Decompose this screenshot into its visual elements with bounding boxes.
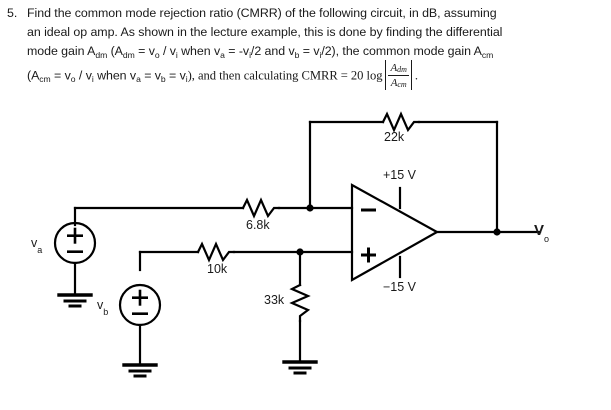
line3-sub-b: b [294, 49, 300, 60]
line3-part-g: /2 and v [250, 44, 295, 58]
circuit-svg [53, 111, 542, 378]
line4-part-c: / v [75, 68, 92, 83]
line4-sub-b: b [160, 73, 166, 84]
line3-part-a: mode gain A [27, 44, 96, 58]
fraction-denominator: Acm [389, 77, 409, 89]
line3-sub-o: o [154, 49, 160, 60]
line3-part-b: (A [107, 44, 123, 58]
label-va-symbol: v [31, 236, 38, 250]
junction-output-node [493, 228, 501, 236]
line3-part-d: / v [159, 44, 176, 58]
line4-sub-o: o [70, 73, 76, 84]
line4-part-e: = v [140, 68, 161, 83]
abs-bar-right [410, 60, 412, 90]
line4-part-f: = v [165, 68, 186, 83]
junction-dots [296, 204, 501, 256]
fraction-bar [388, 74, 409, 76]
label-10k: 10k [207, 262, 228, 276]
line4-part-d: when v [93, 68, 137, 83]
fraction-denominator-sub: cm [397, 80, 407, 89]
line3-part-f: = -v [224, 44, 250, 58]
vb-plus-vertical [138, 289, 142, 306]
line4-part-g: ), and then calculating CMRR = 20 log [187, 68, 383, 83]
source-polarity-marks [67, 208, 376, 315]
va-plus-vertical [73, 227, 77, 244]
line3-sub-i-2: i [249, 49, 251, 60]
question-number: 5. [7, 6, 18, 20]
label-vo-subscript: o [544, 233, 550, 244]
label-vb-subscript: b [103, 307, 109, 317]
line3-sub-a: a [220, 49, 225, 60]
line3-part-e: when v [177, 44, 221, 58]
line4-part-a: (A [27, 68, 40, 83]
line3-sub-dm-2: dm [122, 49, 135, 60]
line4-sub-cm: cm [39, 73, 51, 84]
resistor-10k-zigzag [196, 241, 236, 263]
line3-sub-i-1: i [175, 49, 178, 60]
opamp-inverting-mark [361, 208, 376, 212]
label-33k: 33k [264, 293, 285, 307]
label-va-subscript: a [37, 245, 43, 255]
label-va: va [31, 236, 43, 255]
junction-inverting-node [306, 204, 314, 212]
line4-period: . [414, 68, 418, 83]
op-amp-triangle [350, 183, 440, 282]
question-line-4: (Acm = vo / vi when va = vb = vi), and t… [27, 60, 605, 91]
line3-part-c: = v [134, 44, 155, 58]
fraction-numerator: Adm [388, 62, 408, 74]
line4-sub-i-2: i [185, 73, 188, 84]
line3-sub-dm-1: dm [95, 49, 108, 60]
resistor-68k-zigzag [241, 197, 281, 219]
line4-sub-a: a [136, 73, 141, 84]
label-6p8k: 6.8k [246, 218, 270, 232]
va-minus-bar [67, 250, 83, 253]
line4-sub-i-1: i [91, 73, 94, 84]
opamp-noninverting-plus-vertical [367, 247, 370, 263]
circuit-diagram: 22k 6.8k 10k 33k va vb +15 V −15 V Vo [0, 100, 611, 405]
feedback-resistor-zigzag [381, 111, 421, 133]
fraction-numerator-symbol: A [390, 61, 398, 74]
label-vo: Vo [534, 222, 550, 244]
line3-sub-i-3: i [319, 49, 322, 60]
vb-minus-bar [132, 312, 148, 315]
resistor-33k-zigzag [289, 283, 311, 323]
label-22k: 22k [384, 130, 405, 144]
line4-part-b: = v [50, 68, 71, 83]
junction-noninverting-node [296, 248, 304, 256]
question-line-3: mode gain Adm (Adm = vo / vi when va = -… [27, 42, 605, 61]
label-supply-negative: −15 V [383, 280, 417, 294]
label-vo-symbol: V [534, 222, 545, 239]
line3-part-i: /2), the common mode gain A [321, 44, 482, 58]
fraction-numerator-sub: dm [397, 65, 407, 74]
question-line-2: an ideal op amp. As shown in the lecture… [27, 25, 503, 39]
fraction-denominator-symbol: A [390, 76, 398, 89]
label-supply-positive: +15 V [383, 168, 417, 182]
question-line-1: Find the common mode rejection ratio (CM… [27, 6, 497, 20]
line3-sub-cm: cm [481, 49, 494, 60]
question-block: 5. Find the common mode rejection ratio … [0, 4, 611, 91]
abs-bar-left [385, 60, 387, 90]
label-vb-symbol: v [97, 298, 104, 312]
label-vb: vb [97, 298, 109, 317]
question-body: Find the common mode rejection ratio (CM… [27, 4, 611, 91]
line3-part-h: = v [299, 44, 320, 58]
